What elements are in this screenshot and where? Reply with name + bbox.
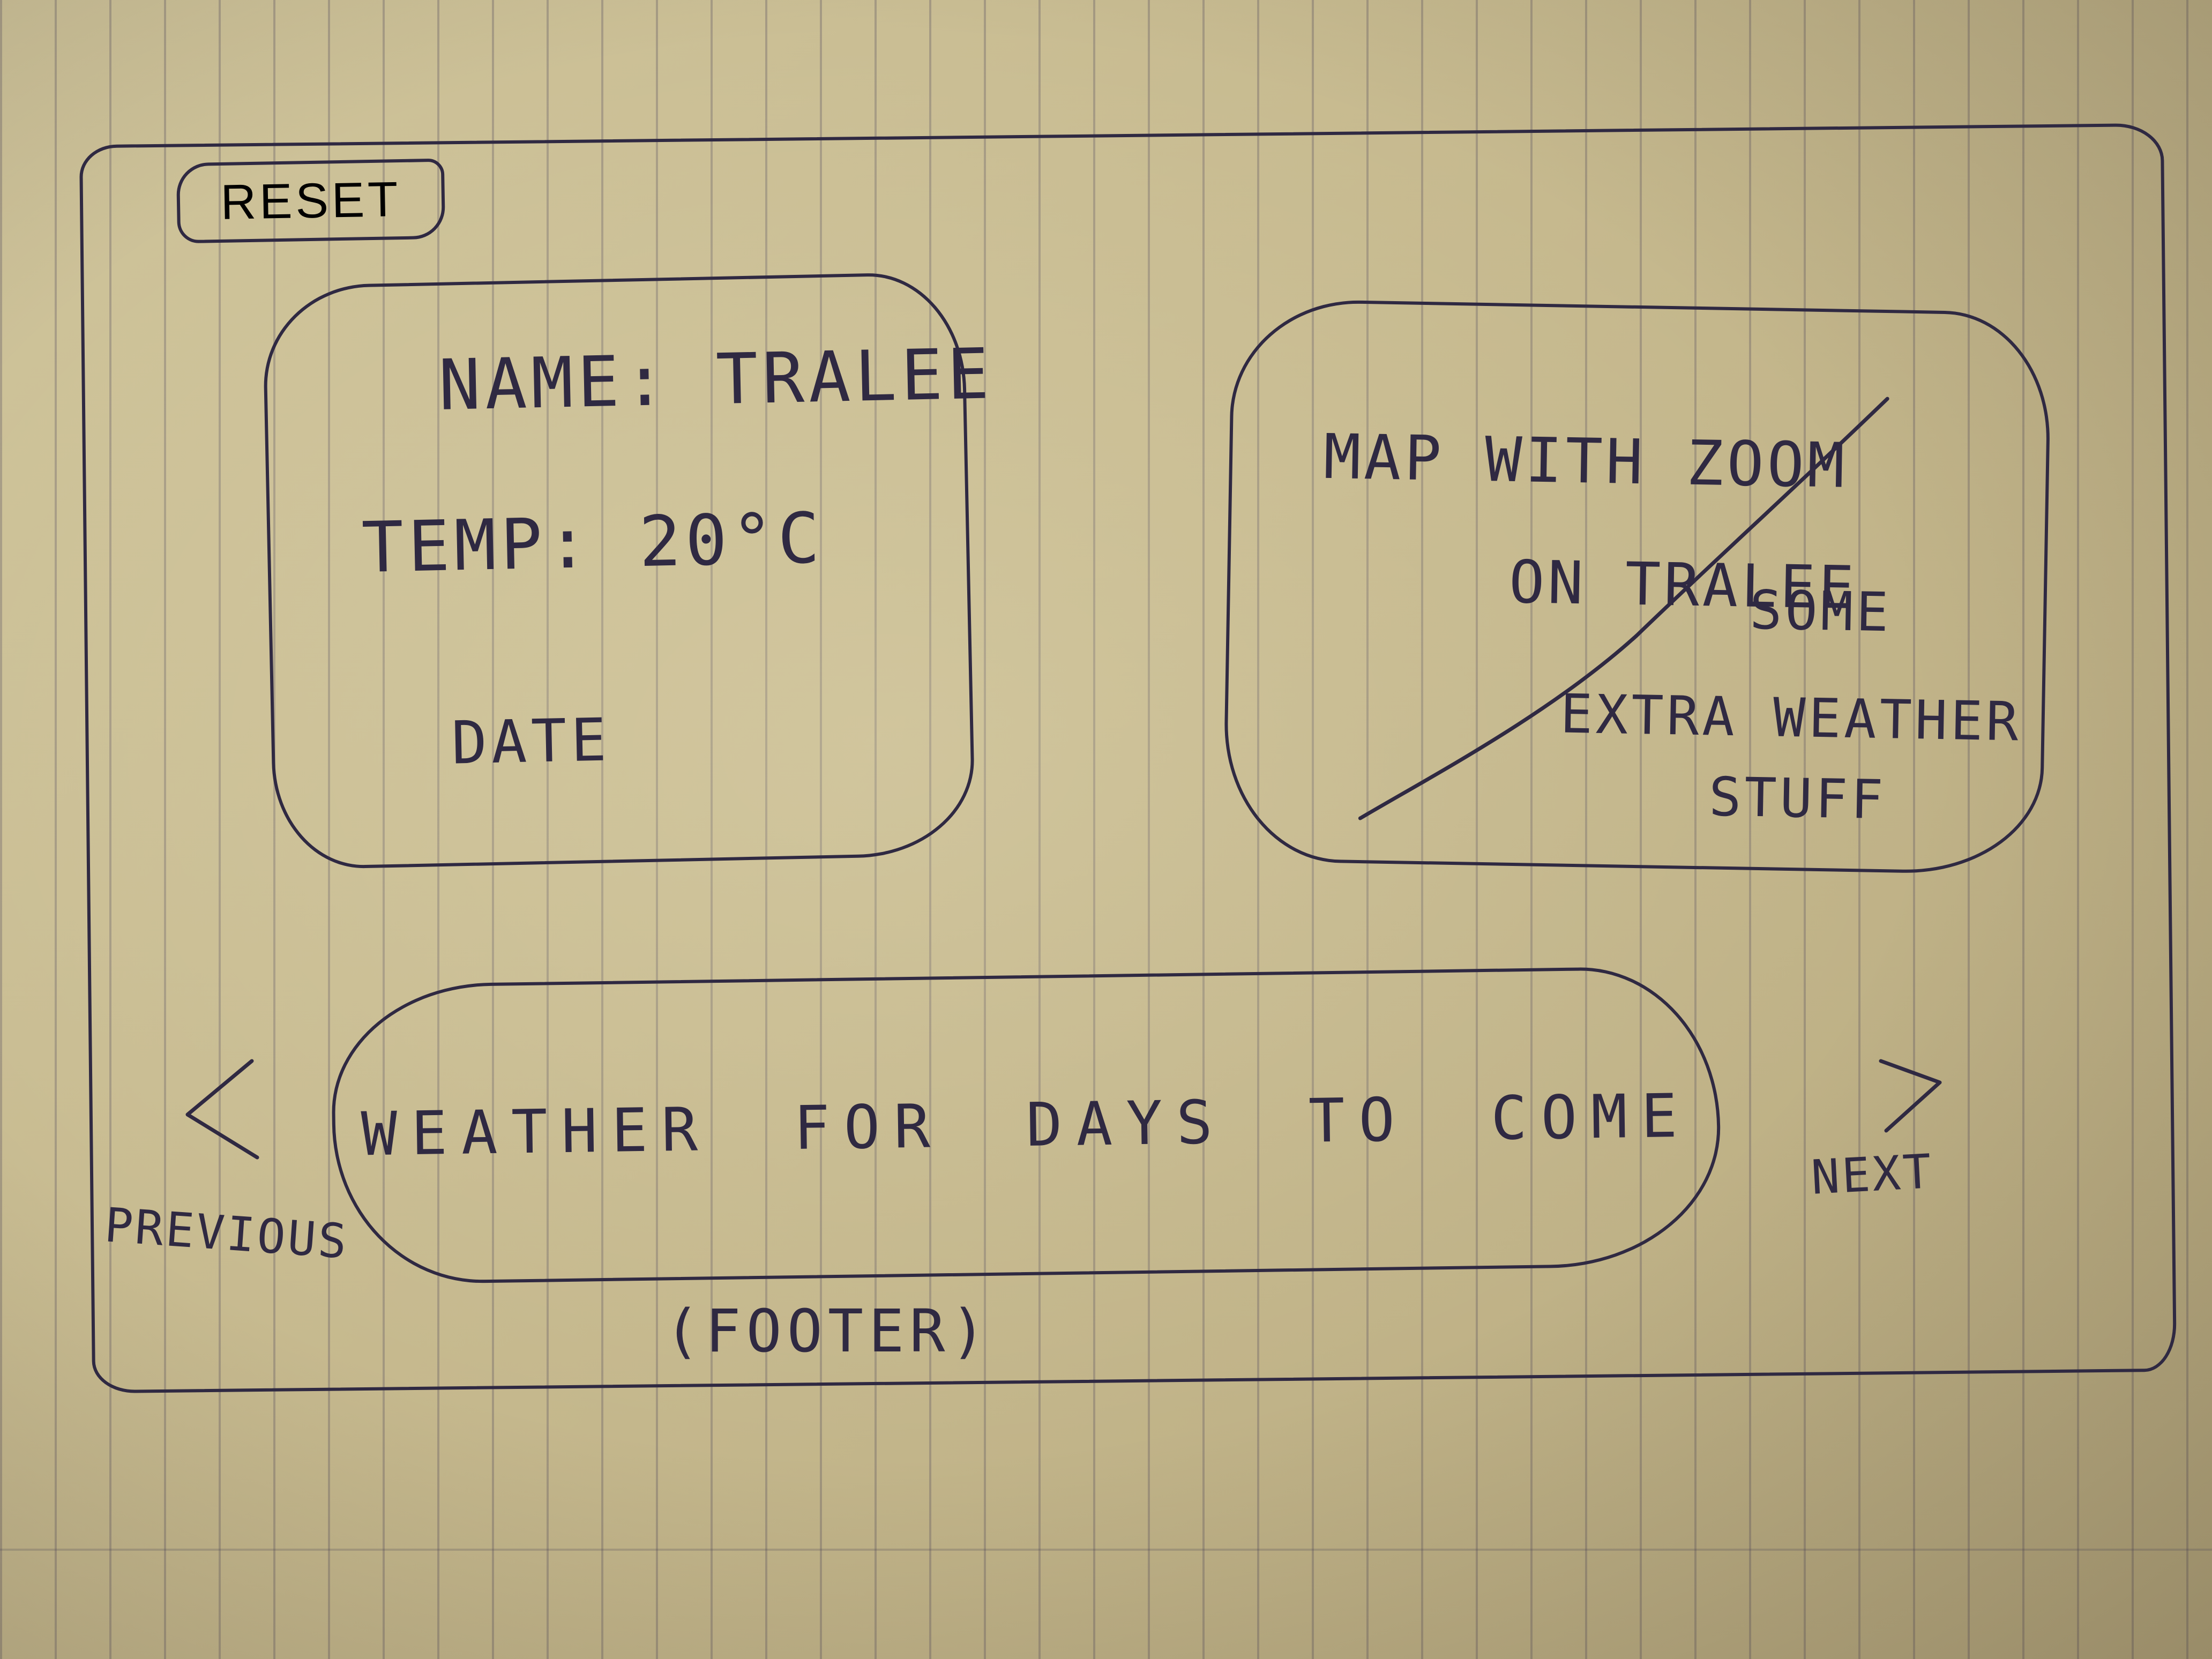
date-label: DATE [451, 705, 611, 778]
chevron-left-icon[interactable] [171, 1050, 268, 1168]
map-caption-title: MAP WITH ZOOM [1322, 421, 1849, 502]
current-weather-card: NAME: TRALEE TEMP: 20°C DATE [261, 271, 994, 870]
extra-weather-caption-3: STUFF [1708, 765, 1887, 832]
footer: (FOOTER) [664, 1297, 991, 1365]
paper-rule-line [0, 1549, 2212, 1551]
location-name: NAME: TRALEE [438, 333, 995, 426]
chevron-right-icon[interactable] [1870, 1050, 1951, 1141]
forecast-caption: WEATHER FOR DAYS TO COME [361, 1081, 1692, 1170]
extra-weather-caption-1: SOME [1749, 578, 1893, 644]
temperature-readout: TEMP: 20°C [361, 497, 825, 589]
map-panel[interactable]: MAP WITH ZOOM ON TRALEE SOME EXTRA WEATH… [1222, 298, 2052, 876]
next-button[interactable]: NEXT [1810, 1144, 1935, 1205]
forecast-strip[interactable]: WEATHER FOR DAYS TO COME [330, 965, 1722, 1286]
extra-weather-caption-2: EXTRA WEATHER [1559, 682, 2022, 753]
reset-button[interactable]: RESET [176, 158, 446, 244]
